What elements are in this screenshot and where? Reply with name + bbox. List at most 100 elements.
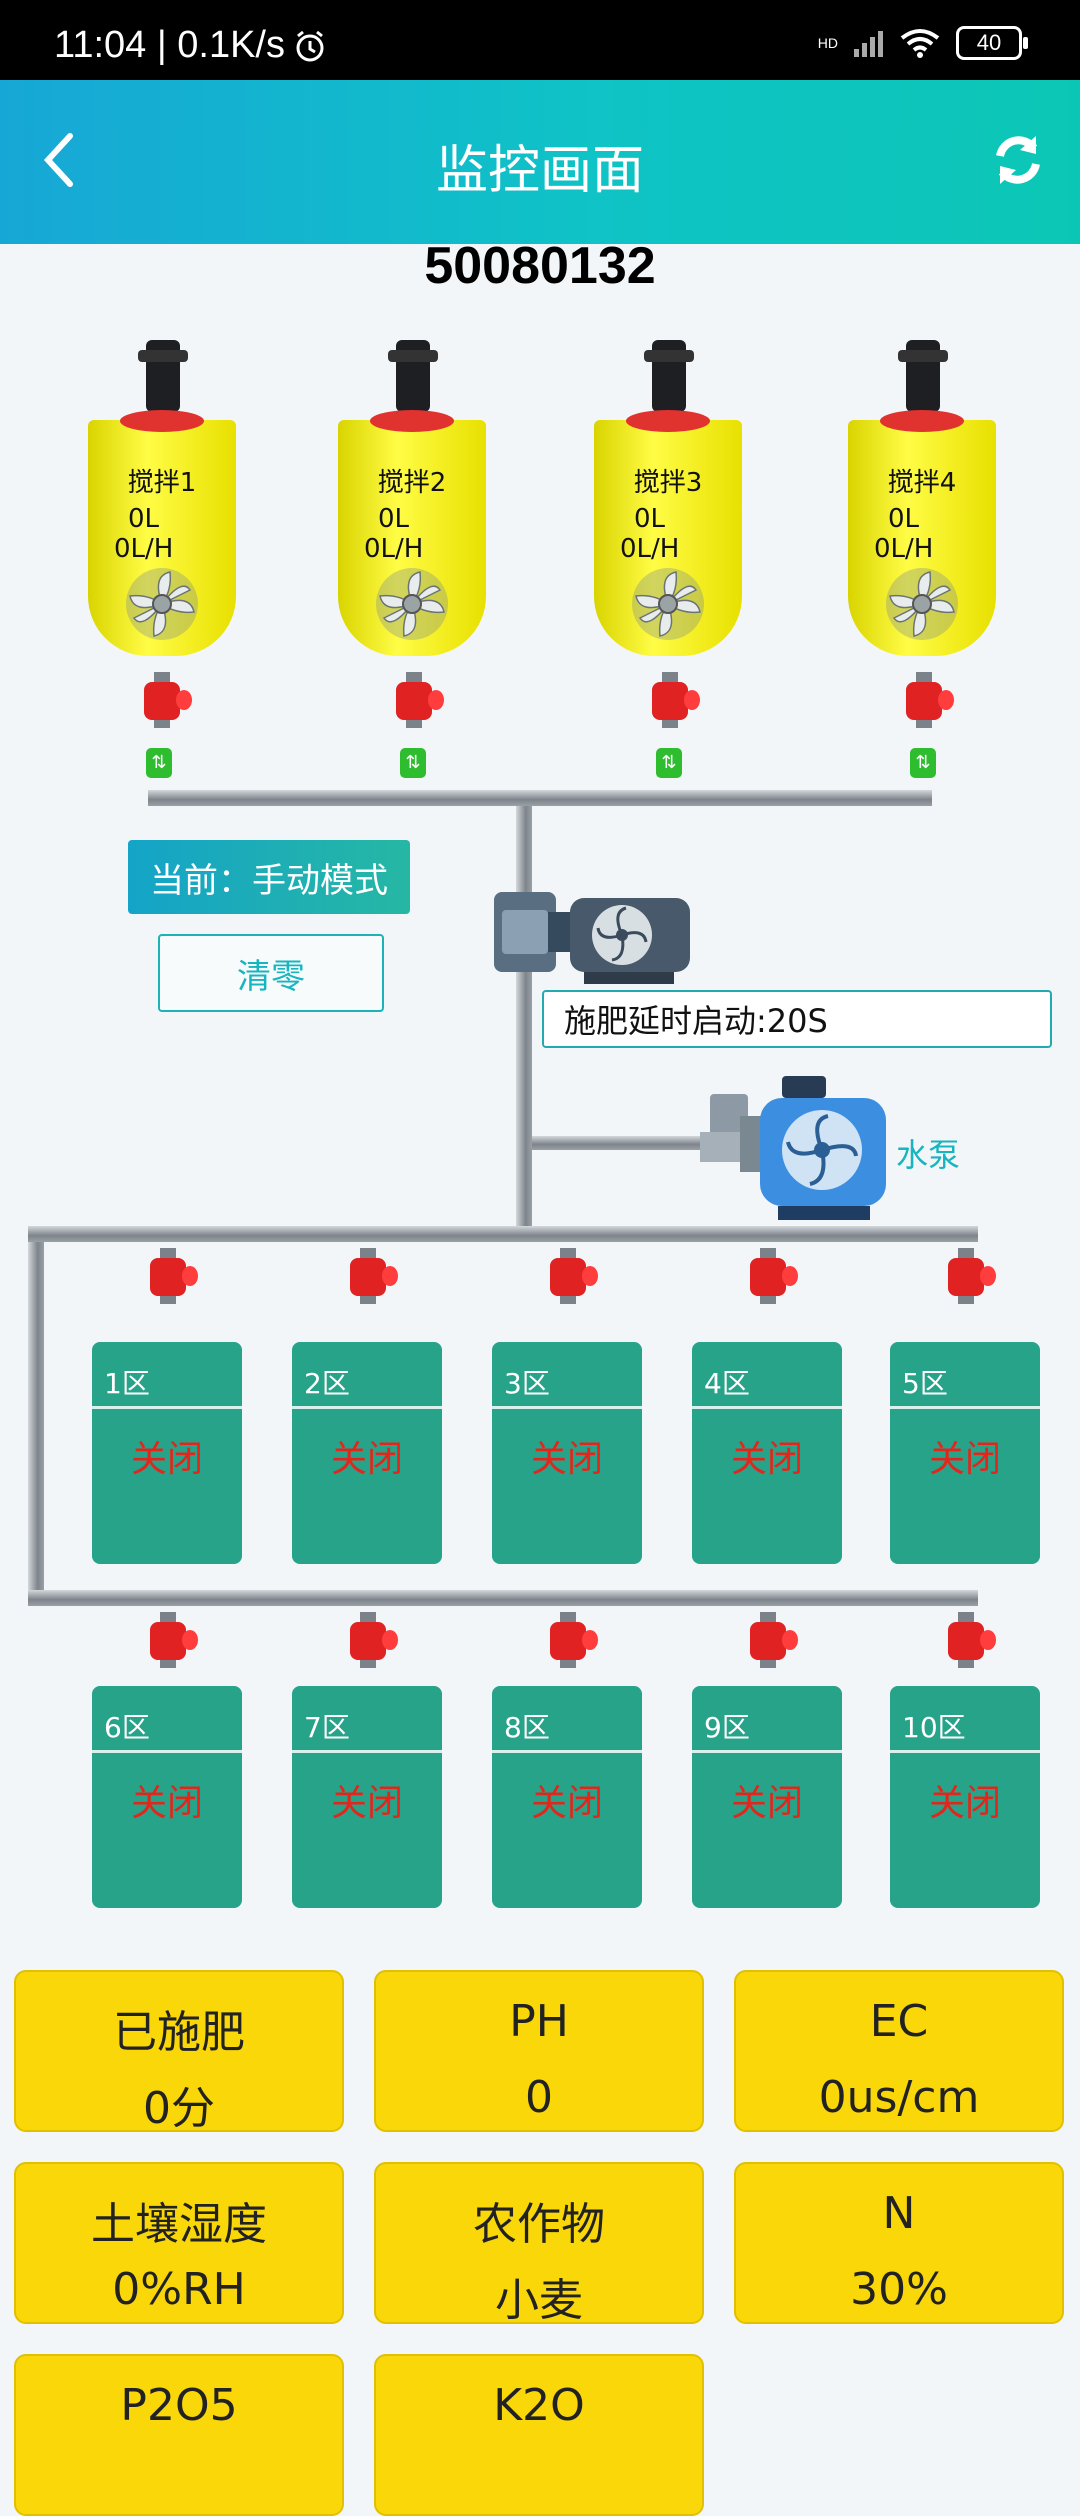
fertilizer-manifold-pipe <box>148 790 932 806</box>
tank-volume: 0L <box>634 504 666 534</box>
flow-meter-icon: ⇅ <box>146 748 172 778</box>
zone-status: 关闭 <box>928 1783 1001 1824</box>
zone-manifold-lower <box>28 1590 978 1606</box>
stat-value: 0%RH <box>112 2264 246 2315</box>
zone-valve[interactable] <box>746 1612 798 1668</box>
stat-value: 30% <box>850 2264 948 2315</box>
zone-valve[interactable] <box>944 1612 996 1668</box>
zone-status: 关闭 <box>928 1439 1001 1480</box>
pump-inlet-pipe <box>532 1136 712 1150</box>
tank-valve-4[interactable] <box>902 672 954 728</box>
stat-title: 土壤湿度 <box>91 2199 267 2250</box>
stat-title: K2O <box>493 2380 585 2431</box>
zone-valve[interactable] <box>346 1248 398 1304</box>
tank-rate: 0L/H <box>114 534 174 564</box>
stat-title: P2O5 <box>120 2380 238 2431</box>
status-time: 11:04 | 0.1K/s <box>54 24 285 66</box>
tank-cap <box>120 410 204 432</box>
clear-button[interactable]: 清零 <box>158 934 384 1012</box>
fertilizer-delay-display: 施肥延时启动:20S <box>542 990 1052 1048</box>
zone-valve[interactable] <box>346 1612 398 1668</box>
refresh-icon[interactable] <box>990 132 1046 188</box>
zone-name: 4区 <box>704 1367 750 1400</box>
stat-card-n: N 30% <box>734 2162 1064 2324</box>
zone-8[interactable]: 8区 关闭 <box>492 1686 642 1908</box>
zone-name: 5区 <box>902 1367 948 1400</box>
zone-status: 关闭 <box>330 1439 403 1480</box>
tank-label: 搅拌3 <box>633 468 703 498</box>
stat-value: 小麦 <box>495 2275 583 2326</box>
stat-card-k2o: K2O <box>374 2354 704 2516</box>
zone-valve[interactable] <box>944 1248 996 1304</box>
stat-card-ec: EC 0us/cm <box>734 1970 1064 2132</box>
wifi-icon <box>900 29 940 58</box>
zone-3[interactable]: 3区 关闭 <box>492 1342 642 1564</box>
fan-icon <box>886 568 958 640</box>
zone-6[interactable]: 6区 关闭 <box>92 1686 242 1908</box>
zone-name: 3区 <box>504 1367 550 1400</box>
tank-cap <box>370 410 454 432</box>
app-bar: 监控画面 <box>0 80 1080 244</box>
stat-title: 已施肥 <box>113 2007 245 2058</box>
zone-9[interactable]: 9区 关闭 <box>692 1686 842 1908</box>
zone-valve[interactable] <box>546 1612 598 1668</box>
tank-rate: 0L/H <box>874 534 934 564</box>
page-title: 监控画面 <box>435 141 644 201</box>
stat-title: 农作物 <box>473 2199 605 2250</box>
stat-title: PH <box>509 1996 569 2047</box>
zone-valve[interactable] <box>546 1248 598 1304</box>
fertilizer-pump-icon[interactable] <box>494 880 698 990</box>
tank-valve-3[interactable] <box>648 672 700 728</box>
zone-status: 关闭 <box>730 1783 803 1824</box>
zone-name: 9区 <box>704 1711 750 1744</box>
stat-card-soil-humidity: 土壤湿度 0%RH <box>14 2162 344 2324</box>
zone-name: 6区 <box>104 1711 150 1744</box>
zone-7[interactable]: 7区 关闭 <box>292 1686 442 1908</box>
tank-cap <box>626 410 710 432</box>
zone-status: 关闭 <box>530 1439 603 1480</box>
main-vertical-pipe <box>516 806 532 1226</box>
tank-rate: 0L/H <box>620 534 680 564</box>
zone-1[interactable]: 1区 关闭 <box>92 1342 242 1564</box>
chevron-left-icon[interactable] <box>40 130 80 190</box>
fan-icon <box>376 568 448 640</box>
signal-icon <box>854 31 883 57</box>
tank-rate: 0L/H <box>364 534 424 564</box>
fan-icon <box>632 568 704 640</box>
stat-title: N <box>882 2188 916 2239</box>
zone-side-pipe <box>28 1242 44 1600</box>
zone-name: 10区 <box>902 1711 966 1744</box>
zone-name: 1区 <box>104 1367 150 1400</box>
flow-meter-icon: ⇅ <box>656 748 682 778</box>
stat-title: EC <box>869 1996 929 2047</box>
tank-cap <box>880 410 964 432</box>
zone-status: 关闭 <box>730 1439 803 1480</box>
device-id: 50080132 <box>424 237 656 295</box>
stat-card-ph: PH 0 <box>374 1970 704 2132</box>
tank-valve-1[interactable] <box>140 672 192 728</box>
tank-volume: 0L <box>888 504 920 534</box>
zone-valve[interactable] <box>146 1248 198 1304</box>
motor-icon <box>898 340 948 412</box>
tank-label: 搅拌4 <box>887 468 957 498</box>
zone-name: 7区 <box>304 1711 350 1744</box>
zone-10[interactable]: 10区 关闭 <box>890 1686 1040 1908</box>
tank-volume: 0L <box>378 504 410 534</box>
stat-value: 0分 <box>143 2083 215 2134</box>
zone-valve[interactable] <box>146 1612 198 1668</box>
stat-value: 0us/cm <box>818 2072 980 2123</box>
motor-icon <box>644 340 694 412</box>
water-pump-icon[interactable] <box>700 1076 890 1222</box>
zone-4[interactable]: 4区 关闭 <box>692 1342 842 1564</box>
stat-card-p2o5: P2O5 <box>14 2354 344 2516</box>
zone-name: 2区 <box>304 1367 350 1400</box>
zone-5[interactable]: 5区 关闭 <box>890 1342 1040 1564</box>
mode-indicator: 当前：手动模式 <box>128 840 410 914</box>
zone-name: 8区 <box>504 1711 550 1744</box>
zone-valve[interactable] <box>746 1248 798 1304</box>
network-type: HD <box>817 35 838 51</box>
zone-status: 关闭 <box>530 1783 603 1824</box>
fan-icon <box>126 568 198 640</box>
zone-2[interactable]: 2区 关闭 <box>292 1342 442 1564</box>
tank-valve-2[interactable] <box>392 672 444 728</box>
